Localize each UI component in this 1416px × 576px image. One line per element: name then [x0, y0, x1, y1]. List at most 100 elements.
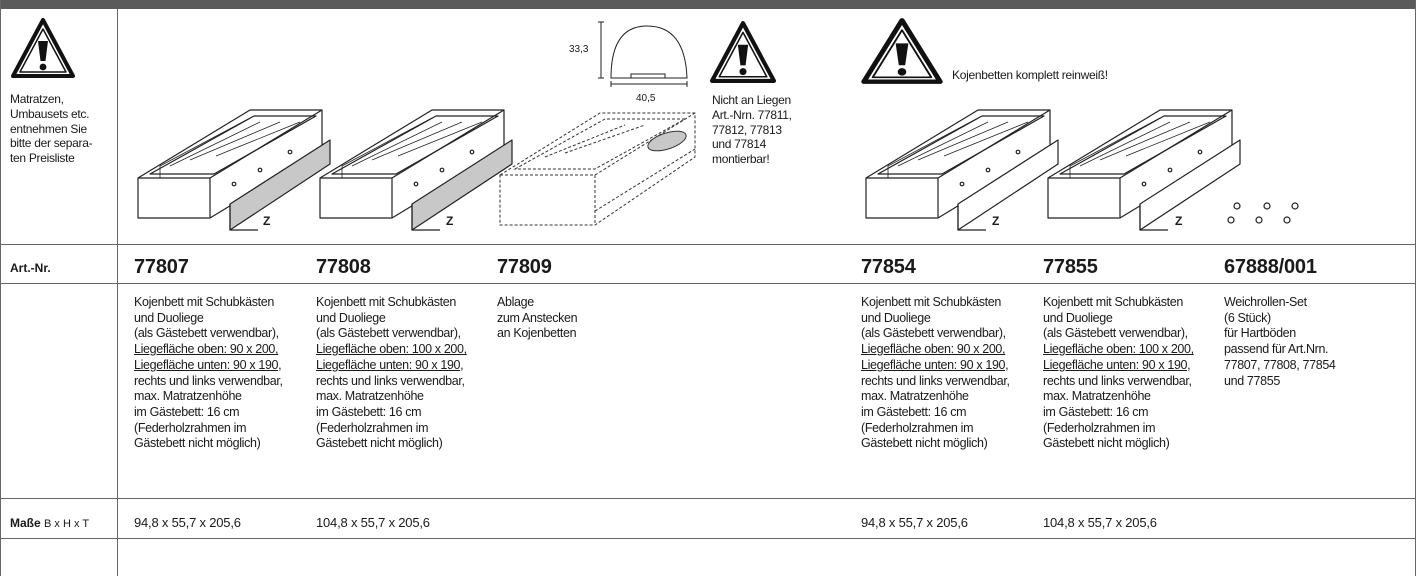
description-line: Liegefläche unten: 90 x 190, — [861, 357, 1009, 372]
z-marker: Z — [263, 214, 271, 228]
description-line: Liegefläche unten: 90 x 190, — [316, 357, 464, 372]
art-nr-77854: 77854 — [861, 256, 916, 278]
description-line: max. Matratzenhöhe — [861, 389, 969, 404]
description-77854: Kojenbett mit Schubkästen und Duoliege (… — [861, 295, 1010, 452]
left-note-line: ten Preisliste — [10, 151, 75, 166]
description-line: (Federholzrahmen im — [316, 420, 429, 435]
description-67888: Weichrollen-Set (6 Stück) für Hartböden … — [1224, 295, 1336, 389]
description-line: rechts und links verwendbar, — [861, 373, 1010, 388]
description-line: an Kojenbetten — [497, 326, 577, 341]
mid-note: Nicht an Liegen Art.-Nrn. 77811, 77812, … — [712, 93, 822, 167]
description-line: (Federholzrahmen im — [1043, 420, 1156, 435]
description-line: rechts und links verwendbar, — [316, 373, 465, 388]
shelf-illustration-77809 — [499, 112, 696, 226]
description-line: 77807, 77808, 77854 — [1224, 357, 1336, 372]
description-line: (als Gästebett verwendbar), — [1043, 326, 1188, 341]
z-marker: Z — [1175, 214, 1183, 228]
left-note-line: Umbausets etc. — [10, 106, 90, 121]
description-line: (als Gästebett verwendbar), — [316, 326, 461, 341]
warning-icon-left — [11, 18, 75, 78]
dimension-height-label: 33,3 — [569, 44, 589, 55]
description-line: Kojenbett mit Schubkästen — [316, 295, 456, 309]
left-note-line: Matratzen, — [10, 92, 64, 106]
masse-label-text: Maße — [10, 516, 41, 530]
description-line: Kojenbett mit Schubkästen — [134, 295, 274, 309]
description-77808: Kojenbett mit Schubkästen und Duoliege (… — [316, 295, 467, 452]
description-line: und Duoliege — [1043, 310, 1113, 325]
art-nr-77808: 77808 — [316, 256, 371, 278]
description-line: und Duoliege — [316, 310, 386, 325]
bed-illustration-77808 — [319, 109, 513, 231]
warning-icon-right — [861, 18, 943, 84]
right-note: Kojenbetten komplett reinweiß! — [952, 68, 1108, 82]
left-note-line: entnehmen Sie — [10, 121, 87, 136]
description-line: (6 Stück) — [1224, 310, 1271, 325]
description-line: und Duoliege — [861, 310, 931, 325]
left-note-line: bitte der separa- — [10, 136, 93, 151]
left-note: Matratzen, Umbausets etc. entnehmen Sie … — [10, 92, 114, 166]
description-line: passend für Art.Nrn. — [1224, 342, 1329, 357]
top-bar — [0, 0, 1416, 9]
description-line: max. Matratzenhöhe — [1043, 389, 1151, 404]
description-line: Gästebett nicht möglich) — [861, 436, 988, 451]
description-77855: Kojenbett mit Schubkästen und Duoliege (… — [1043, 295, 1194, 452]
description-line: Gästebett nicht möglich) — [1043, 436, 1170, 451]
art-nr-77807: 77807 — [134, 256, 189, 278]
description-line: zum Anstecken — [497, 310, 578, 325]
description-line: Liegefläche oben: 100 x 200, — [1043, 342, 1194, 357]
description-line: im Gästebett: 16 cm — [861, 404, 967, 419]
divider-above-masse — [0, 498, 1416, 499]
bed-illustration-77807 — [137, 109, 331, 231]
description-line: im Gästebett: 16 cm — [316, 404, 422, 419]
label-column-divider — [117, 9, 118, 576]
description-77809: Ablage zum Anstecken an Kojenbetten — [497, 295, 578, 342]
description-line: Gästebett nicht möglich) — [316, 436, 443, 451]
bed-illustration-77855 — [1047, 109, 1241, 231]
description-line: max. Matratzenhöhe — [134, 389, 242, 404]
description-line: und Duoliege — [134, 310, 204, 325]
description-line: max. Matratzenhöhe — [316, 389, 424, 404]
description-line: Ablage — [497, 295, 534, 309]
description-line: im Gästebett: 16 cm — [1043, 404, 1149, 419]
description-line: und 77855 — [1224, 373, 1280, 388]
mid-note-line: montierbar! — [712, 152, 770, 167]
divider-below-artnr — [0, 283, 1416, 284]
dimension-width-label: 40,5 — [636, 93, 656, 104]
divider-above-artnr — [0, 244, 1416, 245]
frame-left-border — [0, 0, 1, 576]
description-line: Weichrollen-Set — [1224, 295, 1307, 309]
description-line: Liegefläche unten: 90 x 190, — [134, 357, 282, 372]
bed-illustration-77854 — [865, 109, 1059, 231]
description-line: Liegefläche oben: 100 x 200, — [316, 342, 467, 357]
description-77807: Kojenbett mit Schubkästen und Duoliege (… — [134, 295, 283, 452]
z-marker: Z — [446, 214, 454, 228]
art-nr-label-text: Art.-Nr. — [10, 261, 51, 275]
dimensions-77855: 104,8 x 55,7 x 205,6 — [1043, 515, 1157, 530]
masse-label: Maße B x H x T — [10, 516, 89, 530]
mid-note-line: und 77814 — [712, 137, 767, 152]
description-line: im Gästebett: 16 cm — [134, 404, 240, 419]
z-marker: Z — [992, 214, 1000, 228]
description-line: rechts und links verwendbar, — [1043, 373, 1192, 388]
mid-note-line: Art.-Nrn. 77811, — [712, 107, 792, 122]
description-line: Liegefläche oben: 90 x 200, — [861, 342, 1006, 357]
dimensions-77808: 104,8 x 55,7 x 205,6 — [316, 515, 430, 530]
description-line: Gästebett nicht möglich) — [134, 436, 261, 451]
art-nr-67888: 67888/001 — [1224, 256, 1317, 278]
warning-icon-mid — [709, 21, 777, 83]
description-line: Kojenbett mit Schubkästen — [861, 295, 1001, 309]
art-nr-label: Art.-Nr. — [10, 261, 51, 275]
shelf-profile-drawing — [598, 21, 688, 87]
dimensions-77807: 94,8 x 55,7 x 205,6 — [134, 515, 241, 530]
masse-unit: B x H x T — [44, 518, 90, 530]
description-line: (als Gästebett verwendbar), — [861, 326, 1006, 341]
description-line: (Federholzrahmen im — [861, 420, 974, 435]
mid-note-line: Nicht an Liegen — [712, 93, 791, 107]
description-line: (als Gästebett verwendbar), — [134, 326, 279, 341]
divider-below-masse — [0, 538, 1416, 539]
description-line: Liegefläche unten: 90 x 190, — [1043, 357, 1191, 372]
art-nr-77809: 77809 — [497, 256, 552, 278]
art-nr-77855: 77855 — [1043, 256, 1098, 278]
dimensions-77854: 94,8 x 55,7 x 205,6 — [861, 515, 968, 530]
description-line: (Federholzrahmen im — [134, 420, 247, 435]
